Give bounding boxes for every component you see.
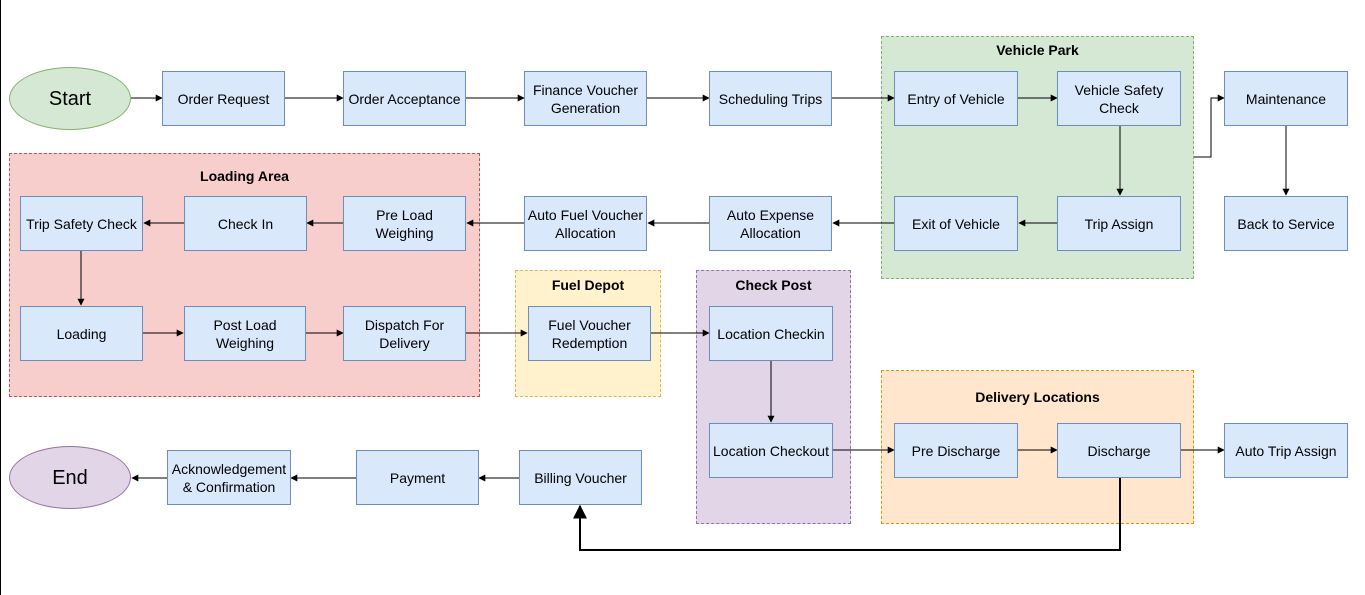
page-left-border <box>0 0 1 595</box>
node-acknowledgement-confirmation[interactable]: Acknowledgement & Confirmation <box>167 450 291 505</box>
node-order-request[interactable]: Order Request <box>162 71 285 126</box>
start-terminal[interactable]: Start <box>9 67 131 130</box>
node-auto-fuel-voucher-allocation[interactable]: Auto Fuel Voucher Allocation <box>524 196 647 251</box>
end-terminal[interactable]: End <box>9 446 131 509</box>
node-payment[interactable]: Payment <box>356 450 479 505</box>
arrow-discharge-to-billing <box>573 478 1121 551</box>
node-order-acceptance[interactable]: Order Acceptance <box>343 71 466 126</box>
arrow-park-to-maintenance <box>1194 94 1225 158</box>
node-pre-load-weighing[interactable]: Pre Load Weighing <box>343 196 466 251</box>
node-trip-assign[interactable]: Trip Assign <box>1057 196 1181 251</box>
node-trip-safety-check[interactable]: Trip Safety Check <box>20 196 143 251</box>
group-title-fuel-depot: Fuel Depot <box>551 277 625 293</box>
node-fuel-voucher-redemption[interactable]: Fuel Voucher Redemption <box>528 306 651 361</box>
group-title-check-post: Check Post <box>735 277 812 293</box>
node-auto-expense-allocation[interactable]: Auto Expense Allocation <box>709 196 832 251</box>
node-auto-trip-assign[interactable]: Auto Trip Assign <box>1224 423 1348 478</box>
node-dispatch-for-delivery[interactable]: Dispatch For Delivery <box>343 306 466 361</box>
node-vehicle-safety-check[interactable]: Vehicle Safety Check <box>1057 71 1181 126</box>
node-location-checkin[interactable]: Location Checkin <box>709 306 833 361</box>
node-back-to-service[interactable]: Back to Service <box>1224 196 1348 251</box>
node-location-checkout[interactable]: Location Checkout <box>709 423 833 478</box>
node-billing-voucher[interactable]: Billing Voucher <box>519 450 642 505</box>
node-loading[interactable]: Loading <box>20 306 143 361</box>
node-finance-voucher-generation[interactable]: Finance Voucher Generation <box>524 71 647 126</box>
group-title-vehicle-park: Vehicle Park <box>996 42 1079 58</box>
group-title-loading-area: Loading Area <box>200 168 289 184</box>
node-exit-of-vehicle[interactable]: Exit of Vehicle <box>894 196 1018 251</box>
node-discharge[interactable]: Discharge <box>1057 423 1181 478</box>
node-pre-discharge[interactable]: Pre Discharge <box>894 423 1018 478</box>
group-title-delivery-locations: Delivery Locations <box>975 389 1100 405</box>
node-maintenance[interactable]: Maintenance <box>1224 71 1348 126</box>
node-check-in[interactable]: Check In <box>184 196 307 251</box>
node-entry-of-vehicle[interactable]: Entry of Vehicle <box>894 71 1018 126</box>
node-post-load-weighing[interactable]: Post Load Weighing <box>184 306 306 361</box>
node-scheduling-trips[interactable]: Scheduling Trips <box>709 71 832 126</box>
